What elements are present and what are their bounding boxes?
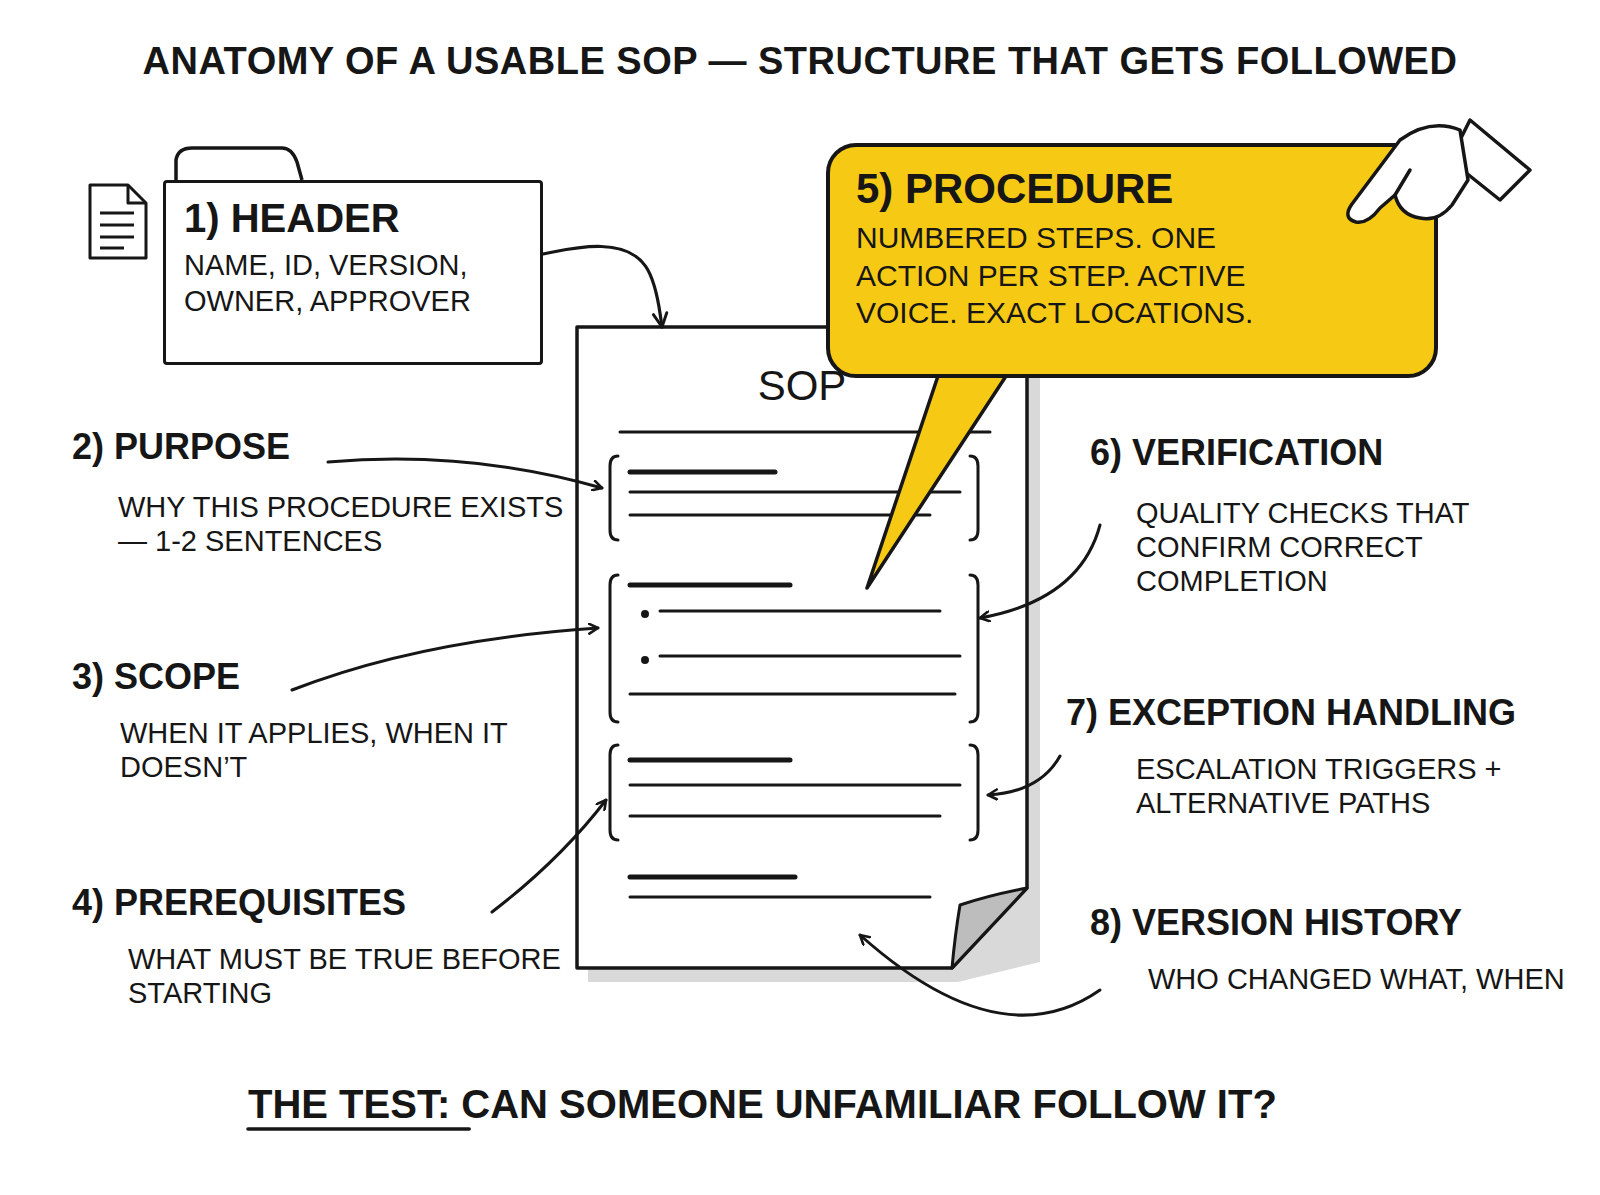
section-note: WHO CHANGED WHAT, WHEN — [1148, 962, 1578, 996]
section-heading: 6) VERIFICATION — [1090, 432, 1383, 474]
caption-underline — [248, 1127, 469, 1131]
pointing-hand — [1348, 120, 1530, 222]
node-heading: 5) PROCEDURE — [856, 165, 1304, 213]
procedure-callout: 5) PROCEDURE NUMBERED STEPS. ONE ACTION P… — [826, 143, 1438, 378]
title: ANATOMY OF A USABLE SOP — STRUCTURE THAT… — [20, 40, 1580, 83]
section-heading: 8) VERSION HISTORY — [1090, 902, 1462, 944]
section-heading: 2) PURPOSE — [72, 426, 290, 468]
section-note: WHY THIS PROCEDURE EXISTS — 1-2 SENTENCE… — [118, 490, 568, 558]
document-icon — [90, 185, 146, 258]
node-heading: SOP — [577, 363, 1027, 409]
connector-arrow — [543, 246, 662, 327]
sop-document: SOP — [577, 327, 1027, 968]
section-note: ESCALATION TRIGGERS + ALTERNATIVE PATHS — [1136, 752, 1576, 820]
section-note: WHAT MUST BE TRUE BEFORE STARTING — [128, 942, 568, 1010]
sop-page — [577, 327, 1040, 982]
section-heading: 7) EXCEPTION HANDLING — [1066, 692, 1516, 734]
header-box: 1) HEADER NAME, ID, VERSION, OWNER, APPRO… — [163, 180, 543, 365]
node-body: NAME, ID, VERSION, OWNER, APPROVER — [184, 247, 524, 320]
callout-tail — [867, 370, 1010, 588]
section-note: WHEN IT APPLIES, WHEN IT DOESN’T — [120, 716, 560, 784]
section-heading: 3) SCOPE — [72, 656, 240, 698]
section-note: QUALITY CHECKS THAT CONFIRM CORRECT COMP… — [1136, 496, 1576, 599]
caption: THE TEST: CAN SOMEONE UNFAMILIAR FOLLOW … — [248, 1082, 1277, 1127]
node-body: NUMBERED STEPS. ONE ACTION PER STEP. ACT… — [856, 219, 1304, 332]
node-heading: 1) HEADER — [184, 195, 524, 241]
folder-tab — [176, 148, 302, 180]
section-heading: 4) PREREQUISITES — [72, 882, 406, 924]
